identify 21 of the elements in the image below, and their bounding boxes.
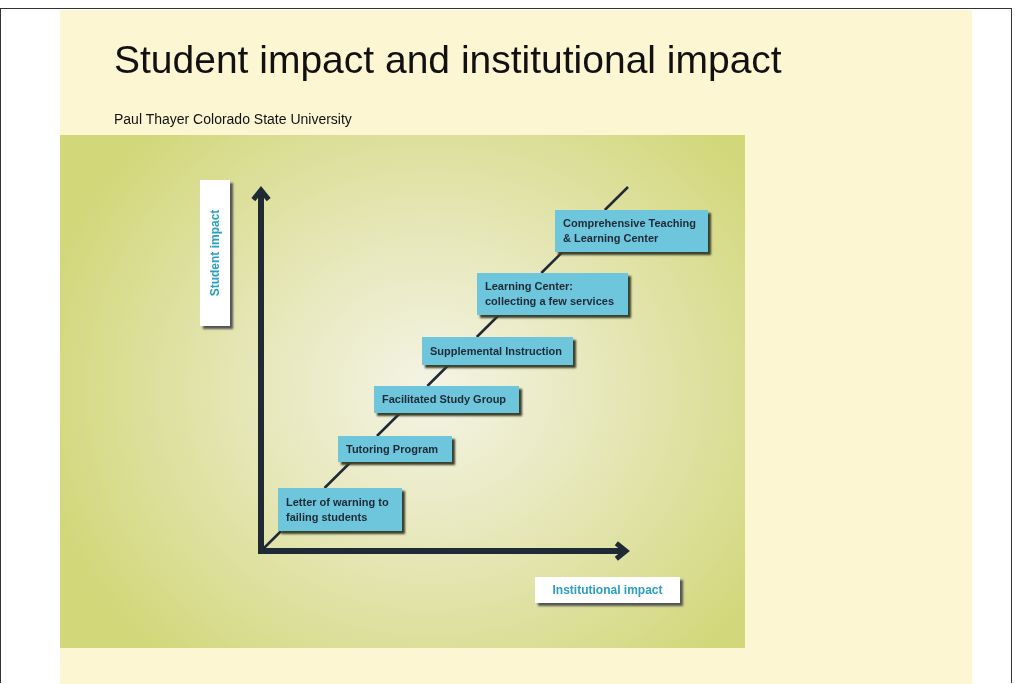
connector-line: [475, 314, 500, 338]
step-label: Tutoring Program: [346, 441, 439, 457]
step-box: [477, 273, 628, 315]
connector-line: [540, 251, 564, 274]
y-axis-label: Student impact: [200, 180, 230, 326]
step-label: Facilitated Study Group: [382, 392, 507, 407]
connector-line: [376, 412, 401, 437]
slide-title: Student impact and institutional impact: [114, 38, 782, 82]
connector-line: [426, 364, 450, 387]
connector-line: [323, 461, 352, 489]
step-box: [422, 337, 573, 365]
subtitle: Paul Thayer Colorado State University: [114, 111, 352, 127]
step-label: Learning Center: collecting a few services: [485, 279, 615, 309]
step-box: [555, 210, 708, 252]
step-label: Comprehensive Teaching & Learning Center: [563, 216, 698, 246]
x-axis-label: Institutional impact: [535, 577, 680, 603]
step-box: [374, 386, 519, 413]
step-label: Supplemental Instruction: [430, 343, 562, 359]
step-label: Letter of warning to failing students: [286, 494, 390, 525]
step-box: [338, 436, 452, 462]
step-box: [278, 488, 402, 531]
